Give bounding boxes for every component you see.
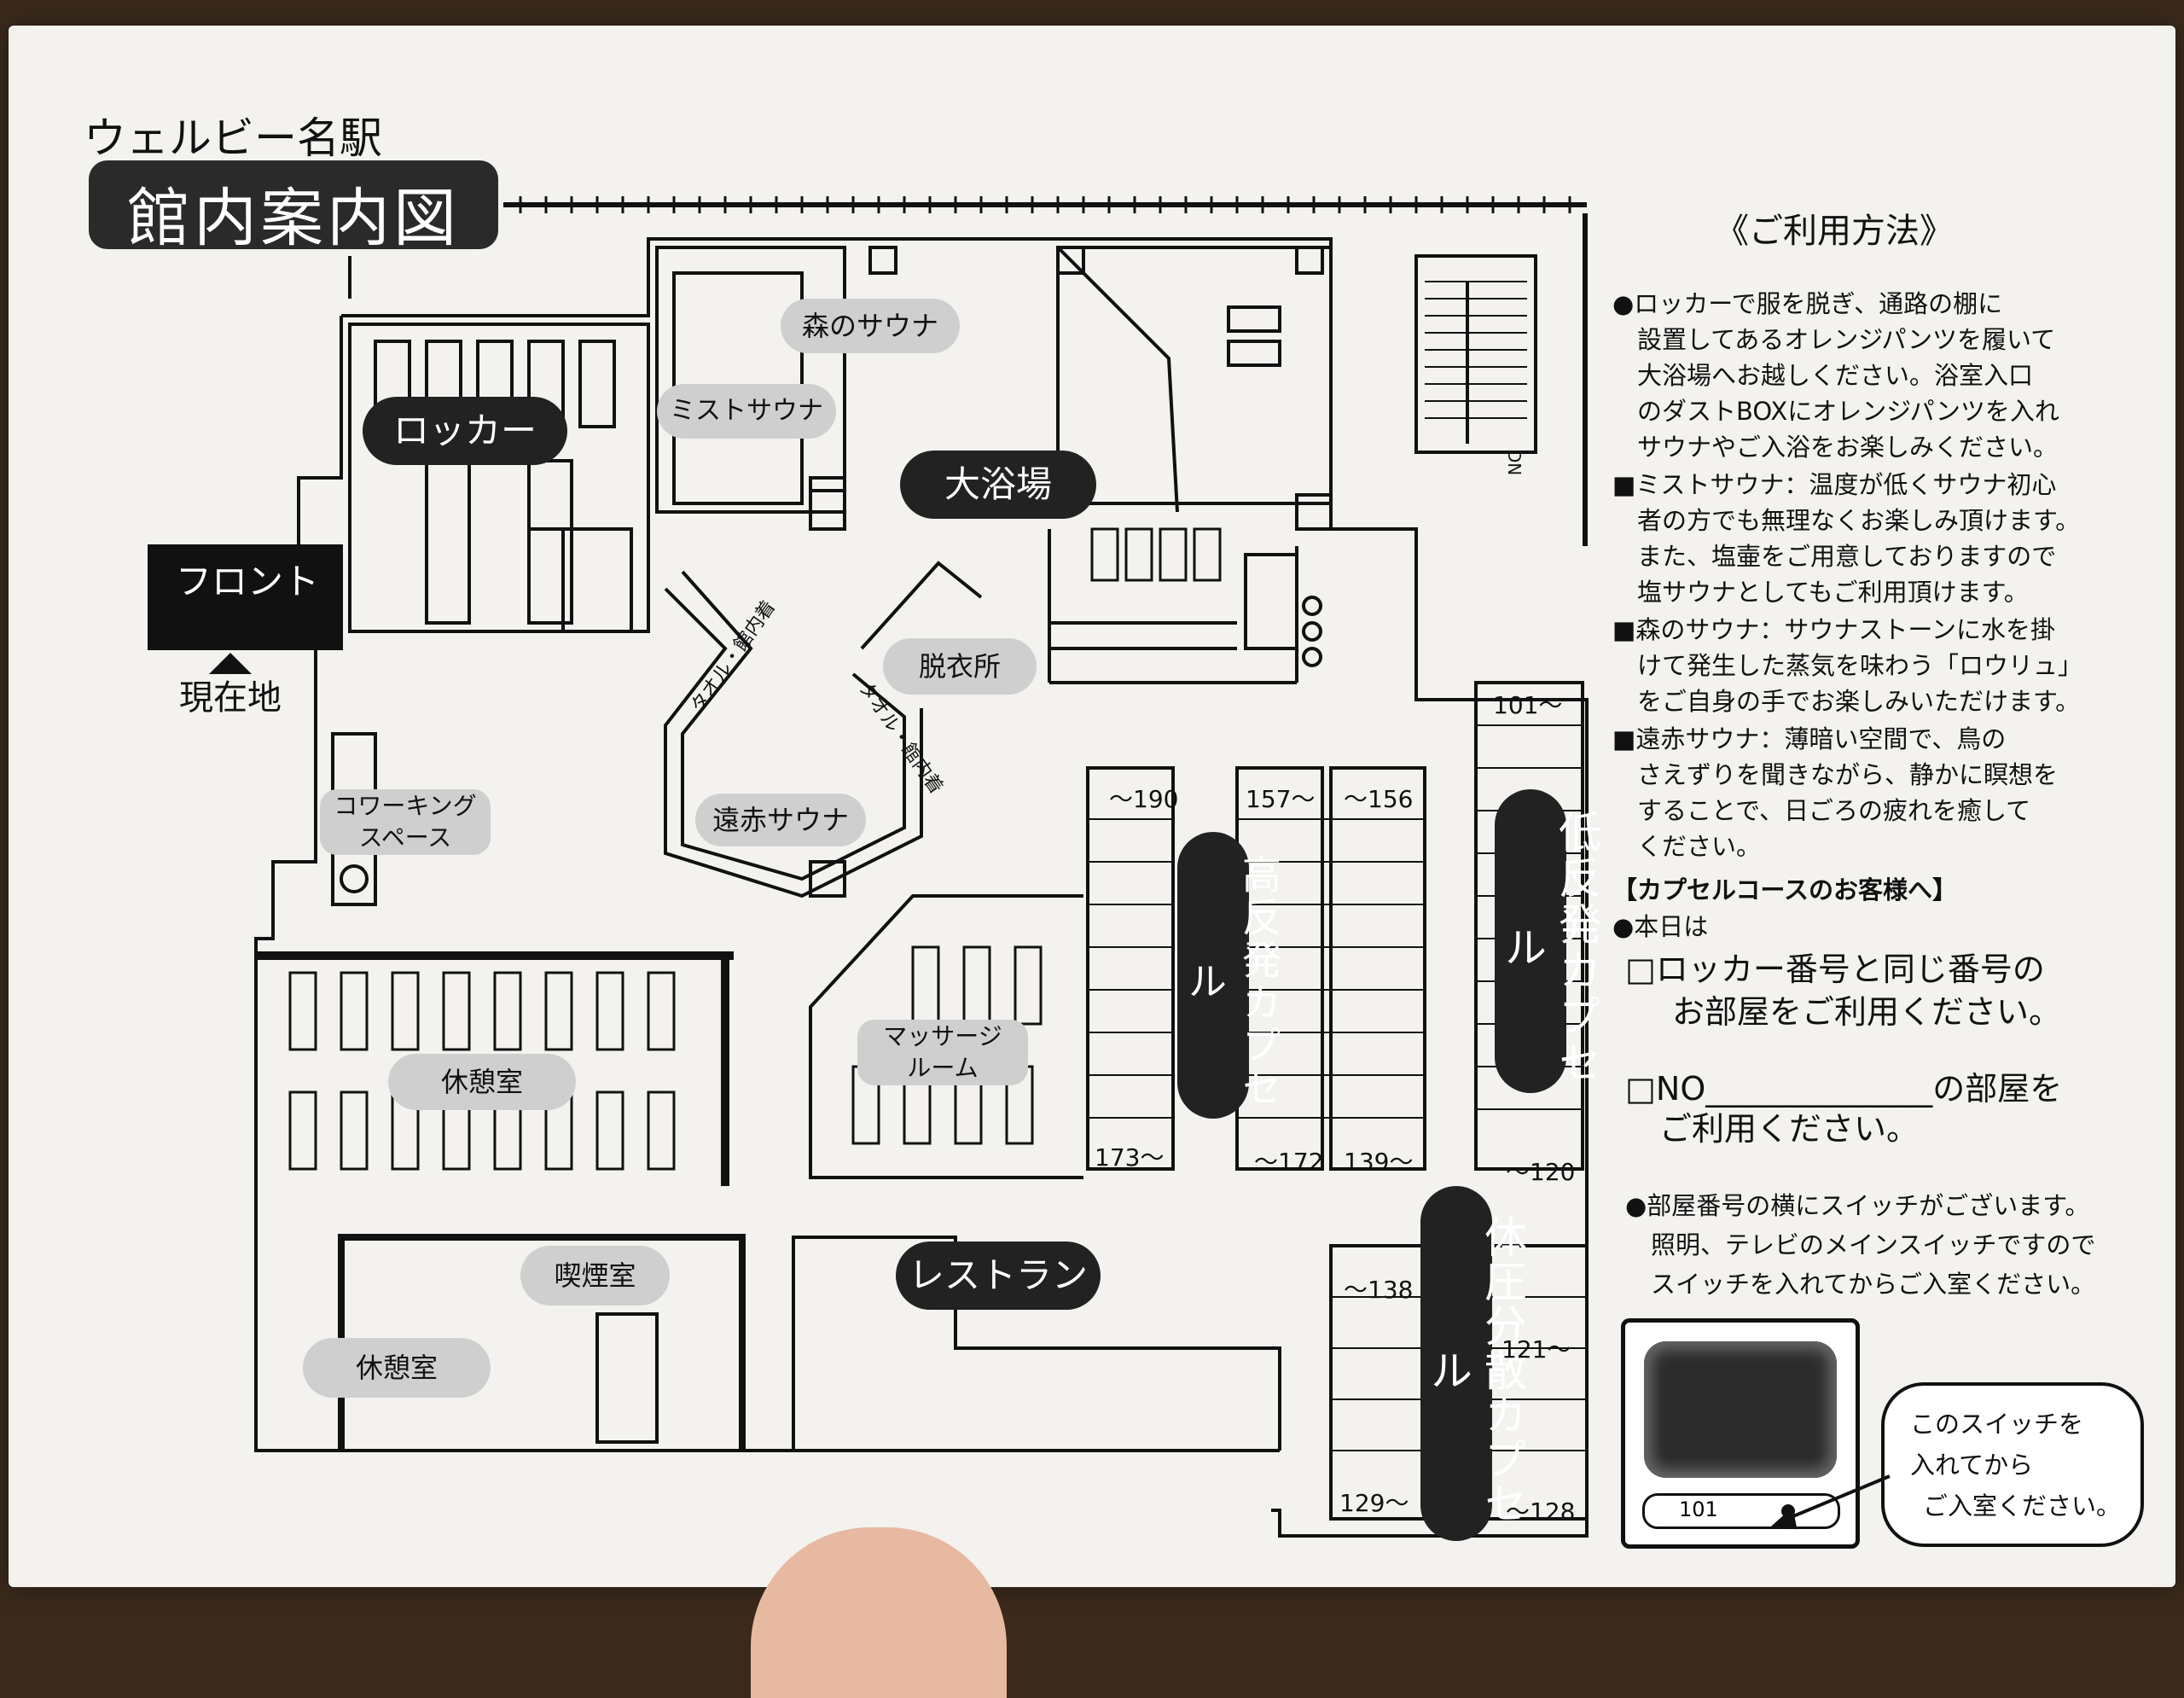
room-number: ～172 [1254,1148,1324,1176]
switch-note-line: ●部屋番号の横にスイッチがございます。 [1625,1191,2090,1220]
instruction-line: ●本日は [1612,912,1709,941]
instruction-line: けて発生した蒸気を味わう「ロウリュ」 [1612,651,2083,680]
instruction-line: 【カプセルコースのお客様へ】 [1612,875,1957,904]
option2-line1: □NO______________の部屋を [1625,1070,2063,1108]
room-number: ～128 [1506,1497,1576,1526]
option1-line1: □ロッカー番号と同じ番号の [1625,951,2045,988]
mist-sauna-label: ミストサウナ [657,384,836,439]
kyukeishitsu-upper-label: 休憩室 [388,1054,576,1110]
coworking-label-2: スペース [320,821,491,855]
room-number: 157～ [1246,785,1316,813]
restaurant-label: レストラン [896,1242,1101,1310]
pressure-capsule-label: 体圧分散カプセル [1420,1186,1527,1541]
massage-label-1: マッサージ [857,1020,1028,1054]
switch-note-line: 照明、テレビのメインスイッチですので [1651,1230,2096,1259]
room-number: ～156 [1344,785,1414,813]
high-capsule-text: 高反発カプセル [1182,854,1282,1110]
room-number: 173～ [1095,1143,1165,1172]
page-title: 館内案内図 [127,182,460,255]
massage-label-2: ルーム [857,1051,1028,1085]
low-capsule-label: 低反発カプセル [1495,789,1601,1093]
kyukeishitsu-lower-label: 休憩室 [303,1338,491,1398]
title-box [89,160,498,249]
switch-room-number: 101 [1679,1497,1718,1521]
instruction-line: 設置してあるオレンジパンツを履いて [1612,325,2056,354]
callout-line: ご入室ください。 [1923,1492,2122,1521]
instructions-heading: 《ご利用方法》 [1715,212,1954,251]
brand-name: ウェルビー名駅 [84,113,382,163]
kitsuenshitsu-label: 喫煙室 [520,1246,670,1305]
daiyokujo-label: 大浴場 [900,451,1096,519]
callout-line: このスイッチを [1910,1410,2084,1439]
switch-panel-illustration: 101 [1621,1318,1860,1549]
switch-note-line: スイッチを入れてからご入室ください。 [1651,1270,2096,1299]
datsuijo-label: 脱衣所 [883,638,1037,695]
option2-line2: ご利用ください。 [1659,1110,1920,1148]
floor-plan-drawing [148,196,1589,1538]
instruction-line: さえずりを聞きながら、静かに瞑想を [1612,760,2059,789]
option1-line2: お部屋をご利用ください。 [1672,993,2062,1031]
switch-callout: このスイッチを 入れてから ご入室ください。 [1881,1382,2144,1547]
front-label: フロント [175,561,319,602]
switch-bar: 101 [1642,1493,1840,1529]
mori-sauna-label: 森のサウナ [781,299,960,353]
room-number: ～138 [1344,1276,1414,1304]
instruction-line: ■森のサウナ：サウナストーンに水を掛 [1612,615,2055,644]
room-number: 139～ [1344,1148,1414,1176]
instruction-line: 大浴場へお越しください。浴室入口 [1612,361,2034,390]
room-number: 129～ [1339,1489,1409,1517]
room-number: 121～ [1502,1335,1571,1364]
instruction-line: また、塩壷をご用意しておりますので [1612,542,2057,571]
instruction-line: のダストBOXにオレンジパンツを入れ [1612,397,2059,426]
high-capsule-label: 高反発カプセル [1177,832,1282,1119]
stairs-dn-label: DN [1504,449,1525,476]
coworking-label-1: コワーキング [320,789,491,823]
current-location-label: 現在地 [179,678,282,718]
instruction-line: をご自身の手でお楽しみいただけます。 [1612,687,2081,716]
instruction-line: 者の方でも無理なくお楽しみ頂けます。 [1612,506,2081,535]
room-number: 101～ [1493,691,1563,719]
instruction-line: ください。 [1612,832,1762,861]
instruction-line: ●ロッカーで服を脱ぎ、通路の棚に [1612,289,2003,318]
tv-screen [1644,1341,1837,1478]
callout-line: 入れてから [1910,1451,2034,1480]
instruction-line: することで、日ごろの疲れを癒して [1612,796,2031,825]
enseki-sauna-label: 遠赤サウナ [695,794,866,846]
locker-label: ロッカー [363,397,567,465]
room-number: ～120 [1506,1158,1576,1186]
room-number: ～190 [1109,785,1179,813]
low-capsule-text: 低反発カプセル [1497,810,1601,1086]
switch-dot-icon [1781,1504,1795,1518]
instruction-line: サウナやご入浴をお楽しみください。 [1612,433,2059,462]
pressure-capsule-text: 体圧分散カプセル [1423,1215,1527,1526]
instruction-line: 塩サウナとしてもご利用頂けます。 [1612,578,2029,607]
instruction-line: ■遠赤サウナ：薄暗い空間で、鳥の [1612,724,2007,753]
instruction-line: ■ミストサウナ：温度が低くサウナ初心 [1612,470,2057,499]
